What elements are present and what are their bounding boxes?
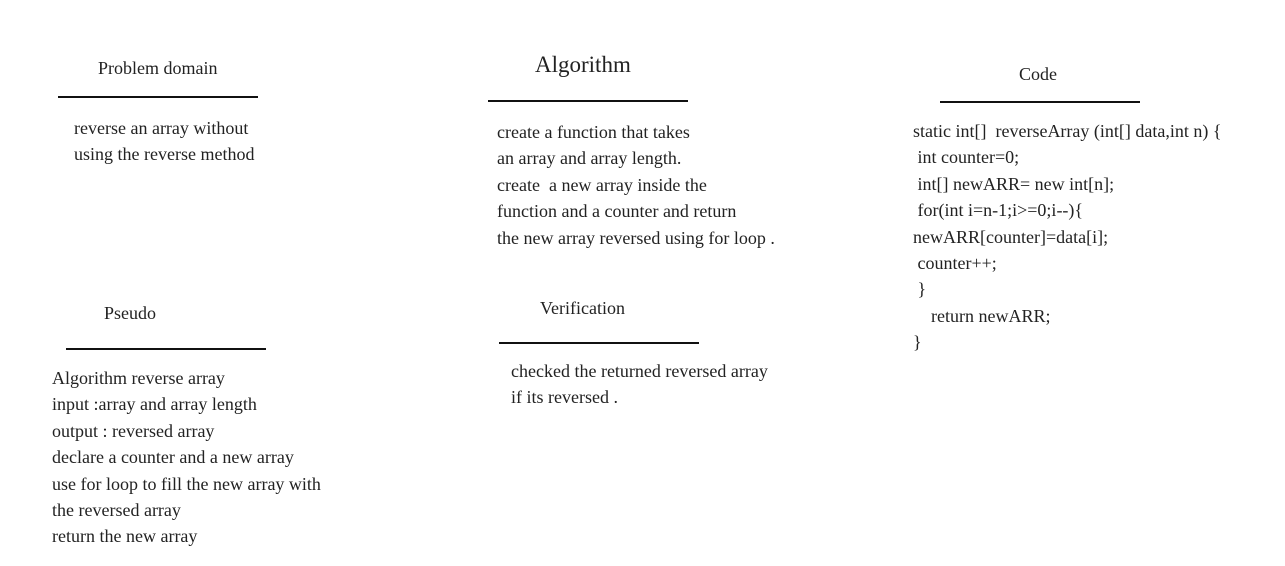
verification-text: checked the returned reversed array if i… [511,358,768,411]
problem-domain-divider [58,96,258,98]
algorithm-text: create a function that takes an array an… [497,119,775,251]
code-line: int counter=0; [913,147,1020,168]
problem-domain-text: reverse an array without using the rever… [74,115,254,168]
pseudo-line: Algorithm reverse array [52,368,225,388]
algorithm-divider [488,100,688,102]
code-text: static int[] reverseArray (int[] data,in… [913,118,1222,356]
code-line: int[] newARR= new int[n]; [913,173,1115,194]
code-line: counter++; [913,252,997,273]
algorithm-line: the new array reversed using for loop . [497,227,775,248]
pseudo-divider [66,348,266,350]
algorithm-line: create a new array inside the [497,174,707,195]
problem-domain-line: reverse an array without [74,118,249,138]
code-line: static int[] reverseArray (int[] data,in… [913,121,1222,141]
pseudo-text: Algorithm reverse array input :array and… [52,365,321,550]
code-line: } [913,332,922,353]
code-divider [940,101,1140,103]
pseudo-line: the reversed array [52,499,181,520]
code-line: } [913,279,927,300]
verification-title: Verification [540,298,625,318]
code-line: return newARR; [913,305,1051,326]
pseudo-line: declare a counter and a new array [52,447,294,468]
code-title: Code [1019,64,1057,84]
algorithm-line: an array and array length. [497,148,682,169]
pseudo-line: use for loop to fill the new array with [52,473,321,494]
code-line: newARR[counter]=data[i]; [913,226,1109,247]
pseudo-title: Pseudo [104,303,157,323]
verification-divider [499,342,699,344]
problem-domain-line: using the reverse method [74,144,255,165]
pseudo-line: output : reversed array [52,420,215,441]
algorithm-title: Algorithm [535,52,631,77]
algorithm-line: create a function that takes [497,122,690,142]
verification-line: checked the returned reversed array [511,361,768,381]
algorithm-line: function and a counter and return [497,201,737,222]
pseudo-line: input :array and array length [52,394,257,415]
pseudo-line: return the new array [52,526,198,547]
verification-line: if its reversed . [511,387,618,408]
problem-domain-title: Problem domain [98,58,218,78]
code-line: for(int i=n-1;i>=0;i--){ [913,200,1084,221]
